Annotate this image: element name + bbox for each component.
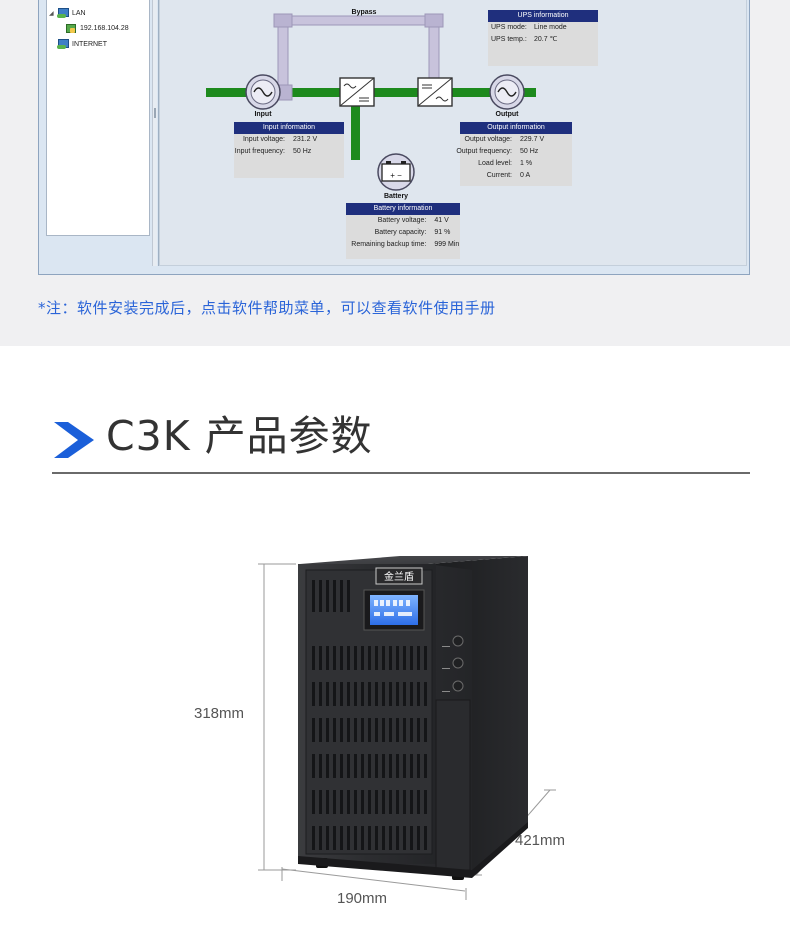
expand-arrow-icon[interactable]: ◢ (49, 10, 54, 17)
ups-information-box: UPS information UPS mode: Line mode UPS t… (488, 10, 598, 66)
output-voltage-value: 229.7 V (520, 136, 545, 143)
height-dimension-label: 318mm (194, 705, 245, 722)
ups-software-window: · · · · · · · · ◢ LAN 192.168.104.28 INT… (38, 0, 750, 275)
current-value: 0 A (520, 172, 531, 179)
brand-logo-text: 金兰盾 (384, 570, 414, 583)
output-information-title: Output information (460, 122, 572, 134)
device-tree-panel: · · · · · · · · ◢ LAN 192.168.104.28 INT… (46, 0, 150, 236)
ups-flow-diagram: + − Bypass Input Output Battery UPS info… (159, 0, 747, 266)
output-frequency-value: 50 Hz (520, 148, 539, 155)
ups-product-image: 金兰盾 (258, 556, 556, 900)
rectifier-icon (339, 77, 375, 107)
battery-voltage-value: 41 V (434, 217, 449, 224)
section-divider (52, 472, 750, 474)
tree-item-lan-label: LAN (72, 9, 86, 17)
input-frequency-key: Input frequency: (234, 148, 285, 155)
battery-information-title: Battery information (346, 203, 460, 215)
info-row: Remaining backup time: 999 Min (346, 239, 460, 251)
battery-capacity-key: Battery capacity: (374, 229, 427, 236)
battery-information-box: Battery information Battery voltage: 41 V… (346, 203, 460, 259)
battery-label: Battery (383, 193, 409, 200)
input-frequency-value: 50 Hz (293, 148, 312, 155)
ups-device-icon (65, 23, 77, 33)
input-label: Input (254, 111, 272, 118)
ups-mode-key: UPS mode: (491, 24, 527, 31)
input-ac-icon (245, 74, 281, 110)
section-title: C3K 产品参数 (106, 412, 373, 460)
network-icon (57, 8, 69, 18)
tree-row-partial: · · · · · · · · (49, 0, 92, 2)
battery-capacity-value: 91 % (434, 229, 451, 236)
tree-item-ip[interactable]: 192.168.104.28 (65, 23, 129, 33)
output-information-box: Output information Output voltage: 229.7 … (456, 122, 572, 186)
info-row: UPS mode: Line mode (488, 22, 598, 34)
info-row: Current: 0 A (460, 170, 572, 182)
ups-mode-value: Line mode (534, 24, 567, 31)
info-row: Input frequency: 50 Hz (234, 146, 344, 158)
ups-temp-key: UPS temp.: (491, 36, 527, 43)
info-row: Battery capacity: 91 % (346, 227, 460, 239)
depth-dimension-label: 421mm (515, 832, 566, 849)
battery-voltage-key: Battery voltage: (377, 217, 427, 224)
network-icon (57, 39, 69, 49)
current-key: Current: (486, 172, 512, 179)
info-row: Load level: 1 % (460, 158, 572, 170)
info-row: Input voltage: 231.2 V (234, 134, 344, 146)
chevron-right-icon (54, 422, 94, 458)
software-manual-note: *注：软件安装完成后，点击软件帮助菜单，可以查看软件使用手册 (38, 299, 496, 317)
info-row: Battery voltage: 41 V (346, 215, 460, 227)
software-screenshot-band: · · · · · · · · ◢ LAN 192.168.104.28 INT… (0, 0, 790, 346)
info-row: Output frequency: 50 Hz (456, 146, 572, 158)
info-row: UPS temp.: 20.7 ℃ (488, 34, 598, 46)
flow-lines (206, 13, 536, 191)
width-dimension-label: 190mm (337, 890, 388, 907)
inverter-icon (417, 77, 453, 107)
bypass-label: Bypass (351, 9, 377, 16)
input-information-title: Input information (234, 122, 344, 134)
output-frequency-key: Output frequency: (456, 148, 512, 155)
tree-item-internet-label: INTERNET (72, 40, 107, 48)
output-ac-icon (489, 74, 525, 110)
ups-information-title: UPS information (488, 10, 598, 22)
input-information-box: Input information Input voltage:231.2 V … (234, 122, 344, 178)
backup-time-key: Remaining backup time: (351, 241, 427, 248)
splitter-bar[interactable] (152, 0, 157, 266)
load-level-key: Load level: (478, 160, 512, 167)
backup-time-value: 999 Min (434, 241, 460, 248)
input-voltage-key: Input voltage: (242, 136, 285, 143)
load-level-value: 1 % (520, 160, 533, 167)
tree-item-ip-label: 192.168.104.28 (80, 24, 129, 32)
battery-icon (377, 153, 415, 191)
ups-temp-value: 20.7 ℃ (534, 36, 558, 43)
output-voltage-key: Output voltage: (464, 136, 512, 143)
info-row: Output voltage: 229.7 V (460, 134, 572, 146)
battery-terminals: + − (390, 171, 402, 180)
tree-item-lan[interactable]: ◢ LAN (49, 8, 86, 18)
tree-item-internet[interactable]: INTERNET (57, 39, 107, 49)
status-panel: + − Bypass Input Output Battery UPS info… (158, 0, 747, 266)
input-voltage-value: 231.2 V (293, 136, 318, 143)
output-label: Output (495, 111, 519, 118)
